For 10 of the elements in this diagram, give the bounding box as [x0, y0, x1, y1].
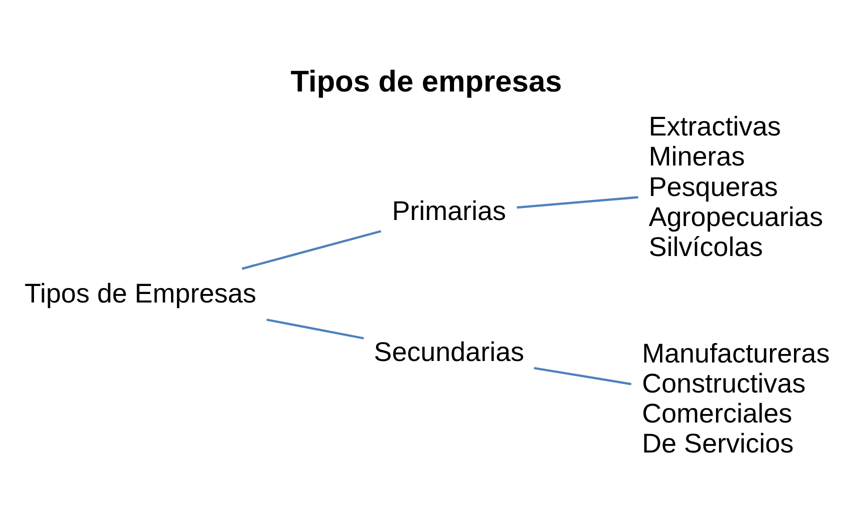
connector — [266, 318, 364, 339]
diagram-title: Tipos de empresas — [290, 65, 562, 98]
node-text: Primarias — [392, 195, 506, 226]
connector — [534, 366, 632, 385]
node-text: Extractivas Mineras Pesqueras Agropecuarias Silvícolas — [648, 111, 823, 262]
node-text: Manufactureras Constructivas Comerciales De Servicios — [642, 338, 830, 458]
node-text: Secundarias — [374, 336, 524, 366]
node-text: Tipos de Empresas — [24, 278, 256, 308]
connector — [242, 230, 382, 270]
connector — [516, 196, 638, 208]
